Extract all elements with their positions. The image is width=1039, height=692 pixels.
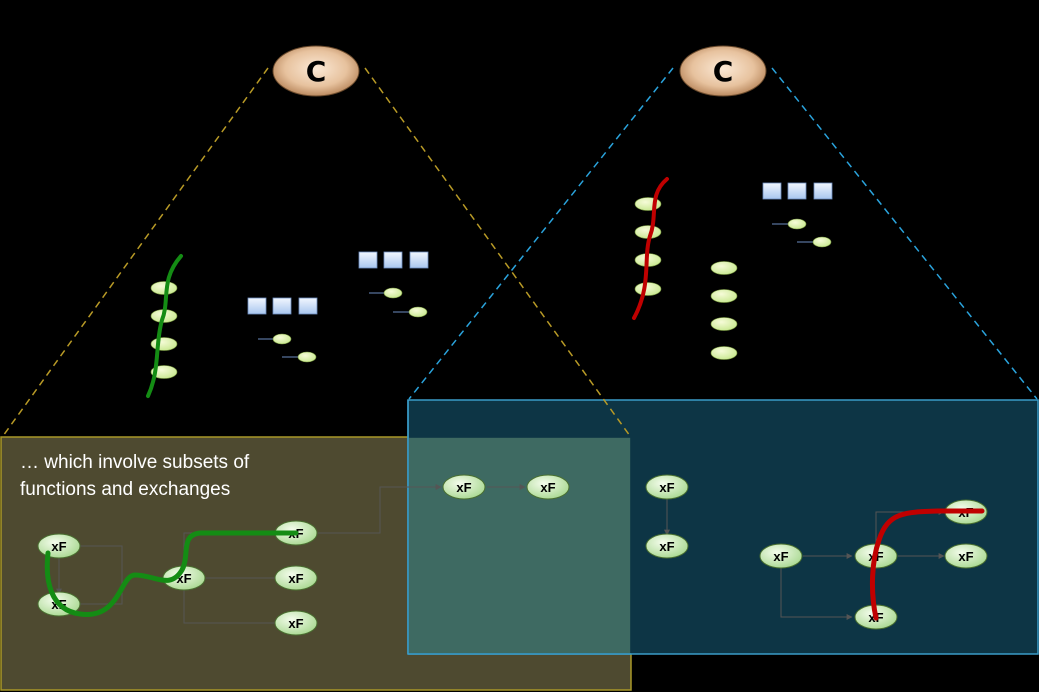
component-label-right: C [713,55,734,88]
function-node[interactable]: xF [645,533,689,559]
left-ports-a [247,297,318,363]
caption-text: … which involve subsets of functions and… [20,452,250,500]
function-node-label: xF [51,539,66,554]
right-ports [762,182,833,248]
function-node[interactable]: xF [759,543,803,569]
left-ports-b [358,251,429,318]
right-mini-functions-b [710,261,738,360]
left-cone-right [364,67,631,437]
function-node-label: xF [773,549,788,564]
function-node-label: xF [288,616,303,631]
function-node-label: xF [958,549,973,564]
function-node-label: xF [659,480,674,495]
red-functional-chain [869,508,985,621]
function-node-label: xF [456,480,471,495]
red-chain-mini [632,177,669,320]
function-node[interactable]: xF [944,543,988,569]
function-node[interactable]: xF [274,610,318,636]
function-node[interactable]: xF [645,474,689,500]
overlap-region [408,437,631,654]
function-node-label: xF [540,480,555,495]
left-cone-left [2,67,269,437]
right-cone-left [408,67,674,400]
function-node[interactable]: xF [274,565,318,591]
component-node-left[interactable]: C [272,45,360,97]
function-node[interactable]: xF [37,533,81,559]
green-chain-mini [146,254,183,398]
right-cone-right [771,67,1038,400]
component-node-right[interactable]: C [679,45,767,97]
component-label-left: C [306,55,327,88]
function-node[interactable]: xF [442,474,486,500]
right-mini-functions-a [634,197,662,296]
function-node-label: xF [288,571,303,586]
function-node[interactable]: xF [526,474,570,500]
function-node-label: xF [659,539,674,554]
green-functional-chain [44,530,299,617]
